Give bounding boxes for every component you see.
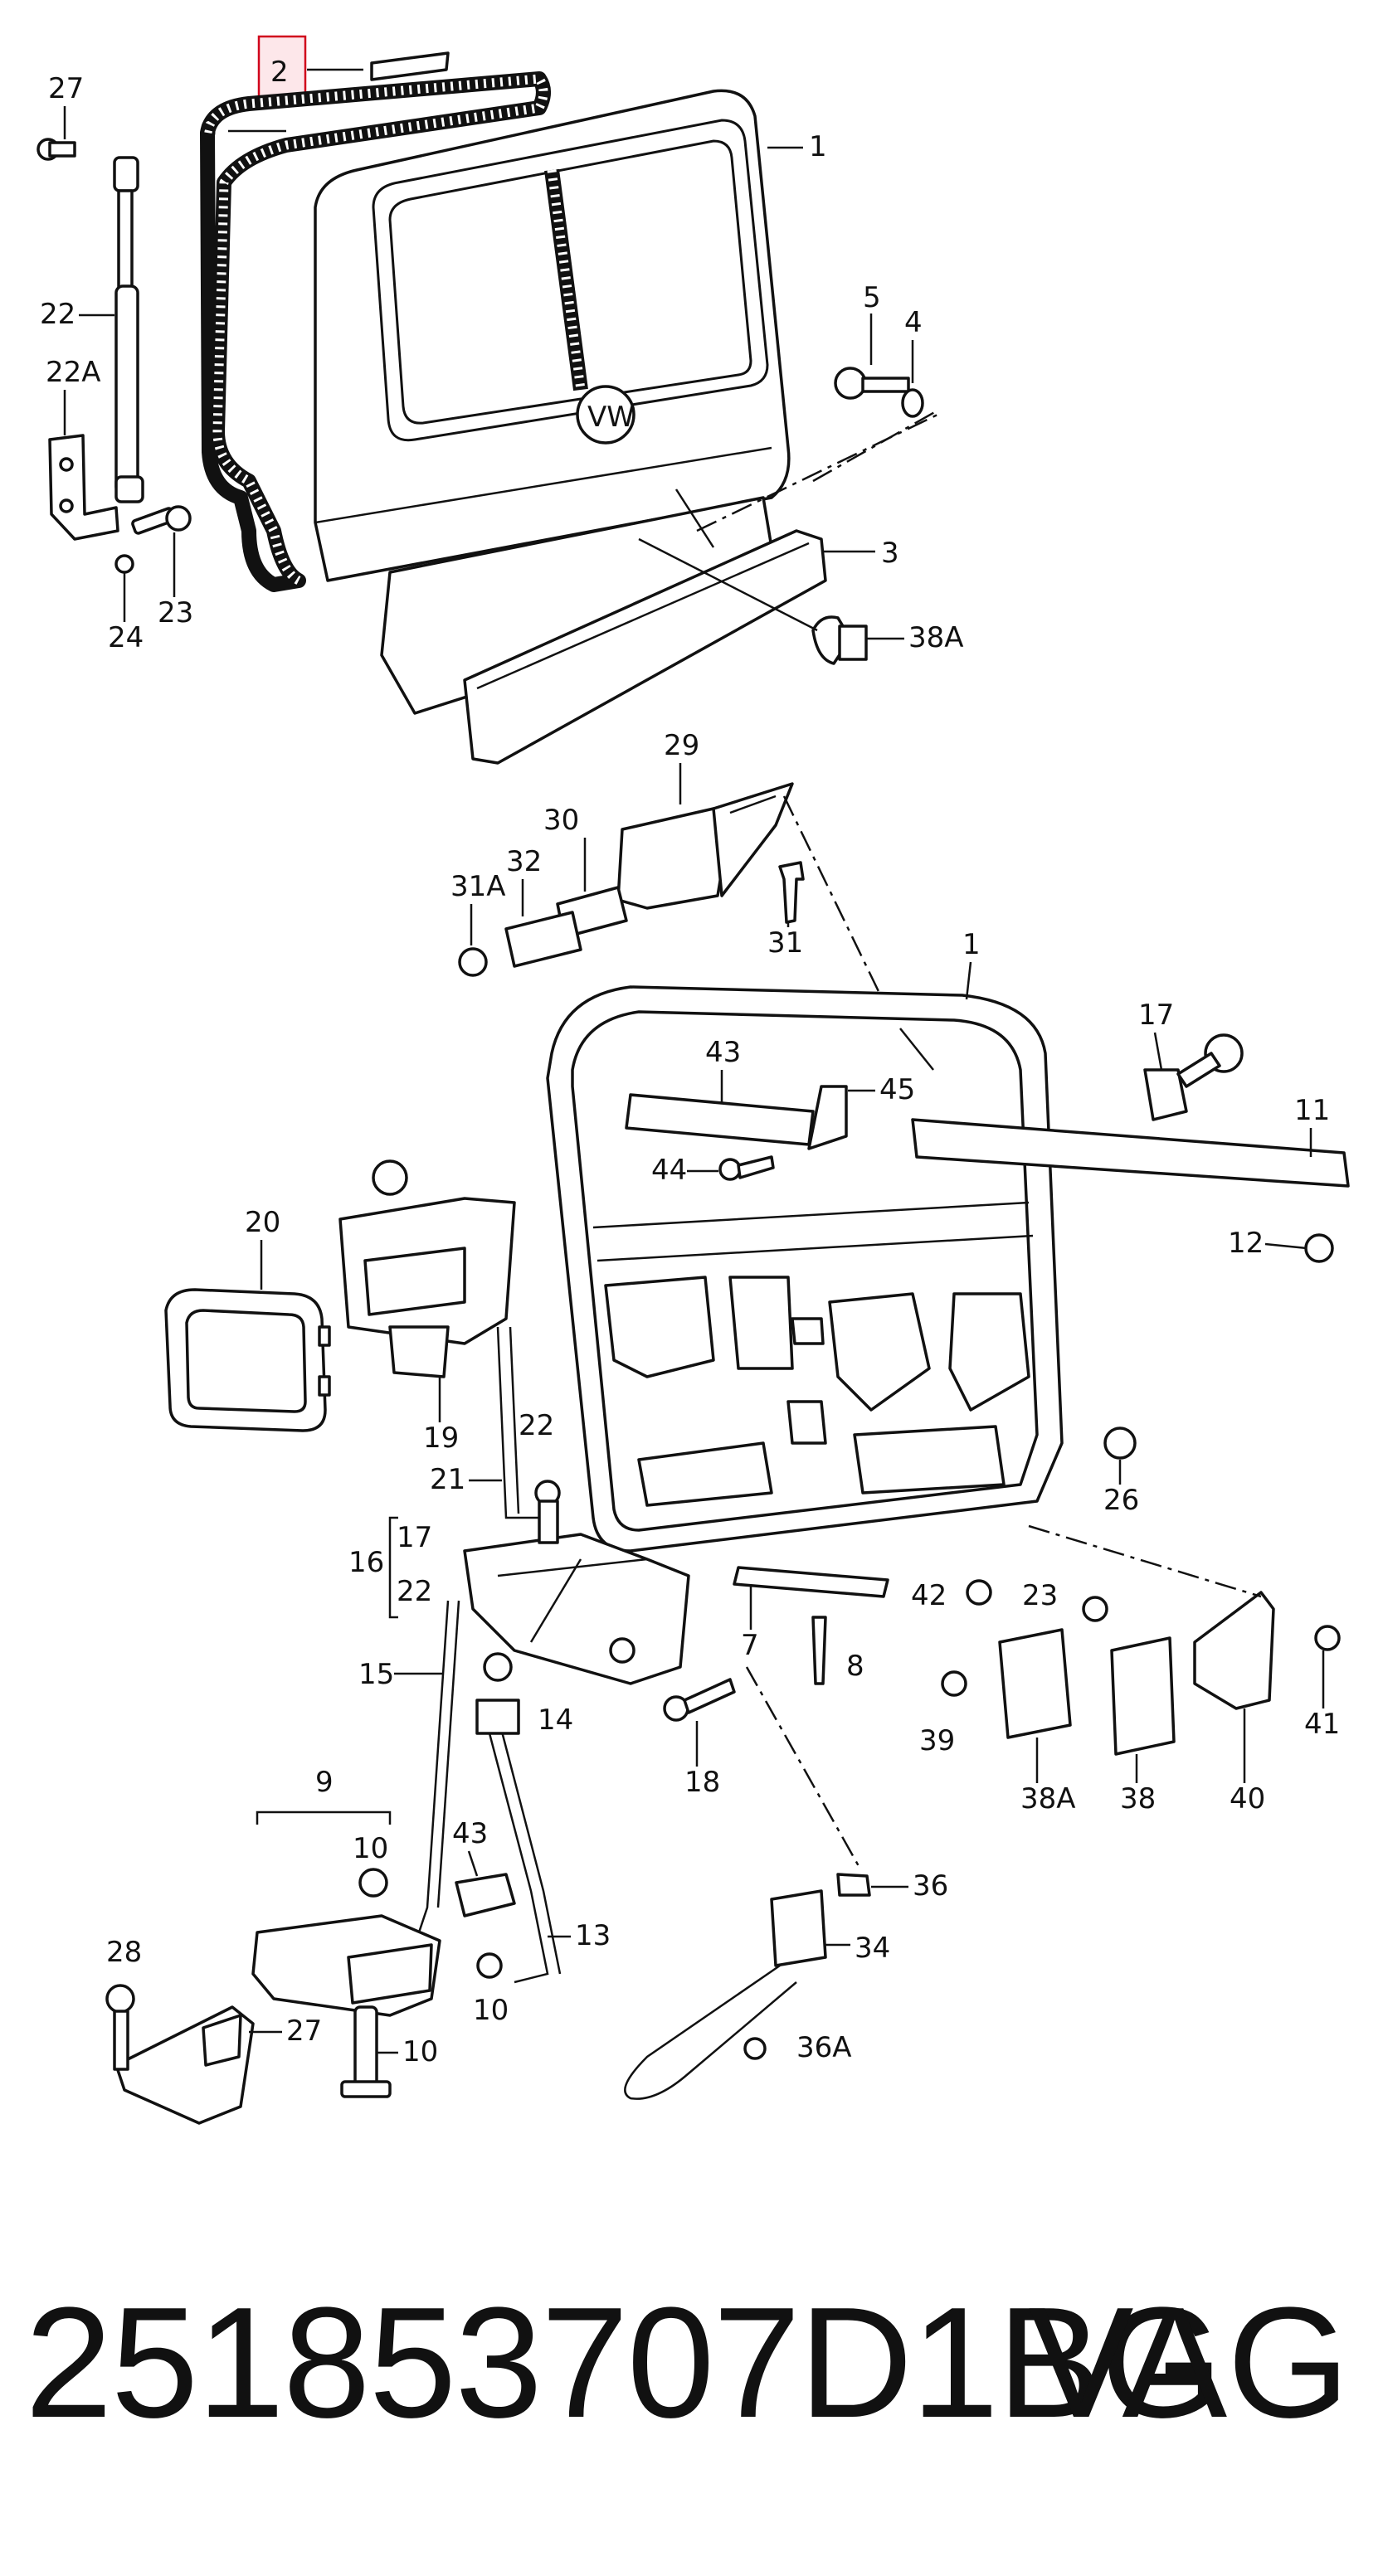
callout-5: 5 bbox=[863, 281, 881, 314]
svg-text:VW: VW bbox=[587, 401, 635, 434]
callout-17: 16 bbox=[348, 1546, 384, 1579]
callout-1-frame: 1 bbox=[962, 928, 981, 961]
rods bbox=[417, 1326, 562, 1984]
callout-38: 38A bbox=[1020, 1782, 1076, 1815]
callout-22A-group: 22 bbox=[397, 1575, 432, 1608]
callout-27: 27 bbox=[48, 72, 84, 105]
callout-39: 40 bbox=[1230, 1782, 1265, 1815]
callout-31: 29 bbox=[664, 729, 699, 762]
callout-16: 15 bbox=[358, 1658, 394, 1691]
callout-35: 34 bbox=[855, 1932, 890, 1965]
callout-8: 8 bbox=[846, 1650, 864, 1683]
pull-strap bbox=[624, 1666, 871, 2100]
callout-10: 10 bbox=[402, 2035, 438, 2068]
bracket-44 bbox=[625, 1085, 848, 1181]
latch-assembly bbox=[251, 1868, 516, 2098]
callout-36: 36 bbox=[913, 1869, 948, 1903]
callout-14: 13 bbox=[575, 1919, 611, 1952]
trim-strip-part bbox=[370, 51, 450, 81]
callout-44: 43 bbox=[705, 1036, 741, 1069]
callout-23: 22 bbox=[40, 298, 75, 331]
callout-34: 32 bbox=[506, 845, 542, 878]
callout-42: 43 bbox=[452, 1817, 488, 1850]
gas-strut bbox=[37, 138, 192, 574]
callout-37: 38 bbox=[1120, 1782, 1156, 1815]
parts-diagram: 2 VW bbox=[37, 35, 1350, 2125]
callouts: 1 27 6 5 4 22 22A 3 24 23 38A 29 30 32 3… bbox=[40, 72, 1340, 2068]
callout-30: 28 bbox=[106, 1936, 142, 1969]
callout-1: 1 bbox=[809, 130, 827, 163]
lock-cylinder bbox=[638, 537, 868, 665]
lock-rod-assembly bbox=[911, 1033, 1350, 1263]
callout-19: 18 bbox=[684, 1766, 720, 1799]
callout-18-group: 17 bbox=[397, 1521, 432, 1554]
callout-2: 2 bbox=[270, 56, 289, 89]
callout-7: 7 bbox=[741, 1629, 759, 1662]
callout-28: 26 bbox=[1103, 1484, 1139, 1517]
callout-13: 12 bbox=[1228, 1227, 1264, 1260]
callout-15: 14 bbox=[538, 1704, 573, 1737]
callout-46: 45 bbox=[879, 1073, 915, 1106]
callout-22A: 22 bbox=[519, 1409, 554, 1442]
tailgate-frame bbox=[546, 985, 1064, 1553]
callout-25-lower: 23 bbox=[1022, 1579, 1058, 1612]
callout-18: 17 bbox=[1138, 999, 1174, 1032]
striker-29 bbox=[105, 1984, 255, 2125]
callout-33: 31A bbox=[450, 870, 506, 903]
callout-20: 19 bbox=[423, 1422, 459, 1455]
callout-38A: 39 bbox=[919, 1724, 955, 1757]
callout-32: 31 bbox=[767, 926, 803, 960]
clip-15 bbox=[475, 1652, 736, 1735]
callout-45: 44 bbox=[651, 1154, 687, 1187]
hinge-assembly bbox=[458, 782, 914, 1062]
handle-housing bbox=[338, 1159, 516, 1378]
lock-mechanism bbox=[463, 1480, 690, 1685]
callout-22: 21 bbox=[430, 1463, 465, 1496]
bolt-washer bbox=[812, 367, 938, 483]
seal-7-pin-8 bbox=[733, 1566, 889, 1685]
callout-9: 9 bbox=[315, 1766, 334, 1799]
callout-26: 24 bbox=[108, 621, 144, 654]
part-number: 251853707D1BG bbox=[25, 2275, 1223, 2451]
callout-6: 6 bbox=[199, 114, 217, 147]
callout-31A: 30 bbox=[543, 804, 579, 837]
striker-plates bbox=[941, 1427, 1341, 1756]
callout-40: 41 bbox=[1304, 1708, 1340, 1741]
callout-21: 20 bbox=[245, 1206, 280, 1239]
callout-24: 22A bbox=[46, 356, 101, 389]
callout-41: 42 bbox=[911, 1579, 947, 1612]
callout-3: 3 bbox=[881, 537, 899, 570]
callout-2-highlight[interactable]: 2 bbox=[257, 35, 450, 101]
cover-21 bbox=[164, 1288, 331, 1432]
callout-25: 23 bbox=[158, 596, 193, 629]
callout-11: 10 bbox=[353, 1832, 388, 1865]
footer: 251853707D1BG VAG bbox=[0, 2239, 1383, 2455]
callout-43: 38A bbox=[908, 621, 964, 654]
callout-4: 4 bbox=[904, 306, 923, 339]
callout-11-lower: 10 bbox=[473, 1994, 509, 2027]
callout-29: 27 bbox=[286, 2015, 322, 2048]
callout-12: 11 bbox=[1294, 1094, 1330, 1127]
brand-label: VAG bbox=[1028, 2275, 1350, 2451]
callout-36A: 36A bbox=[796, 2031, 852, 2064]
